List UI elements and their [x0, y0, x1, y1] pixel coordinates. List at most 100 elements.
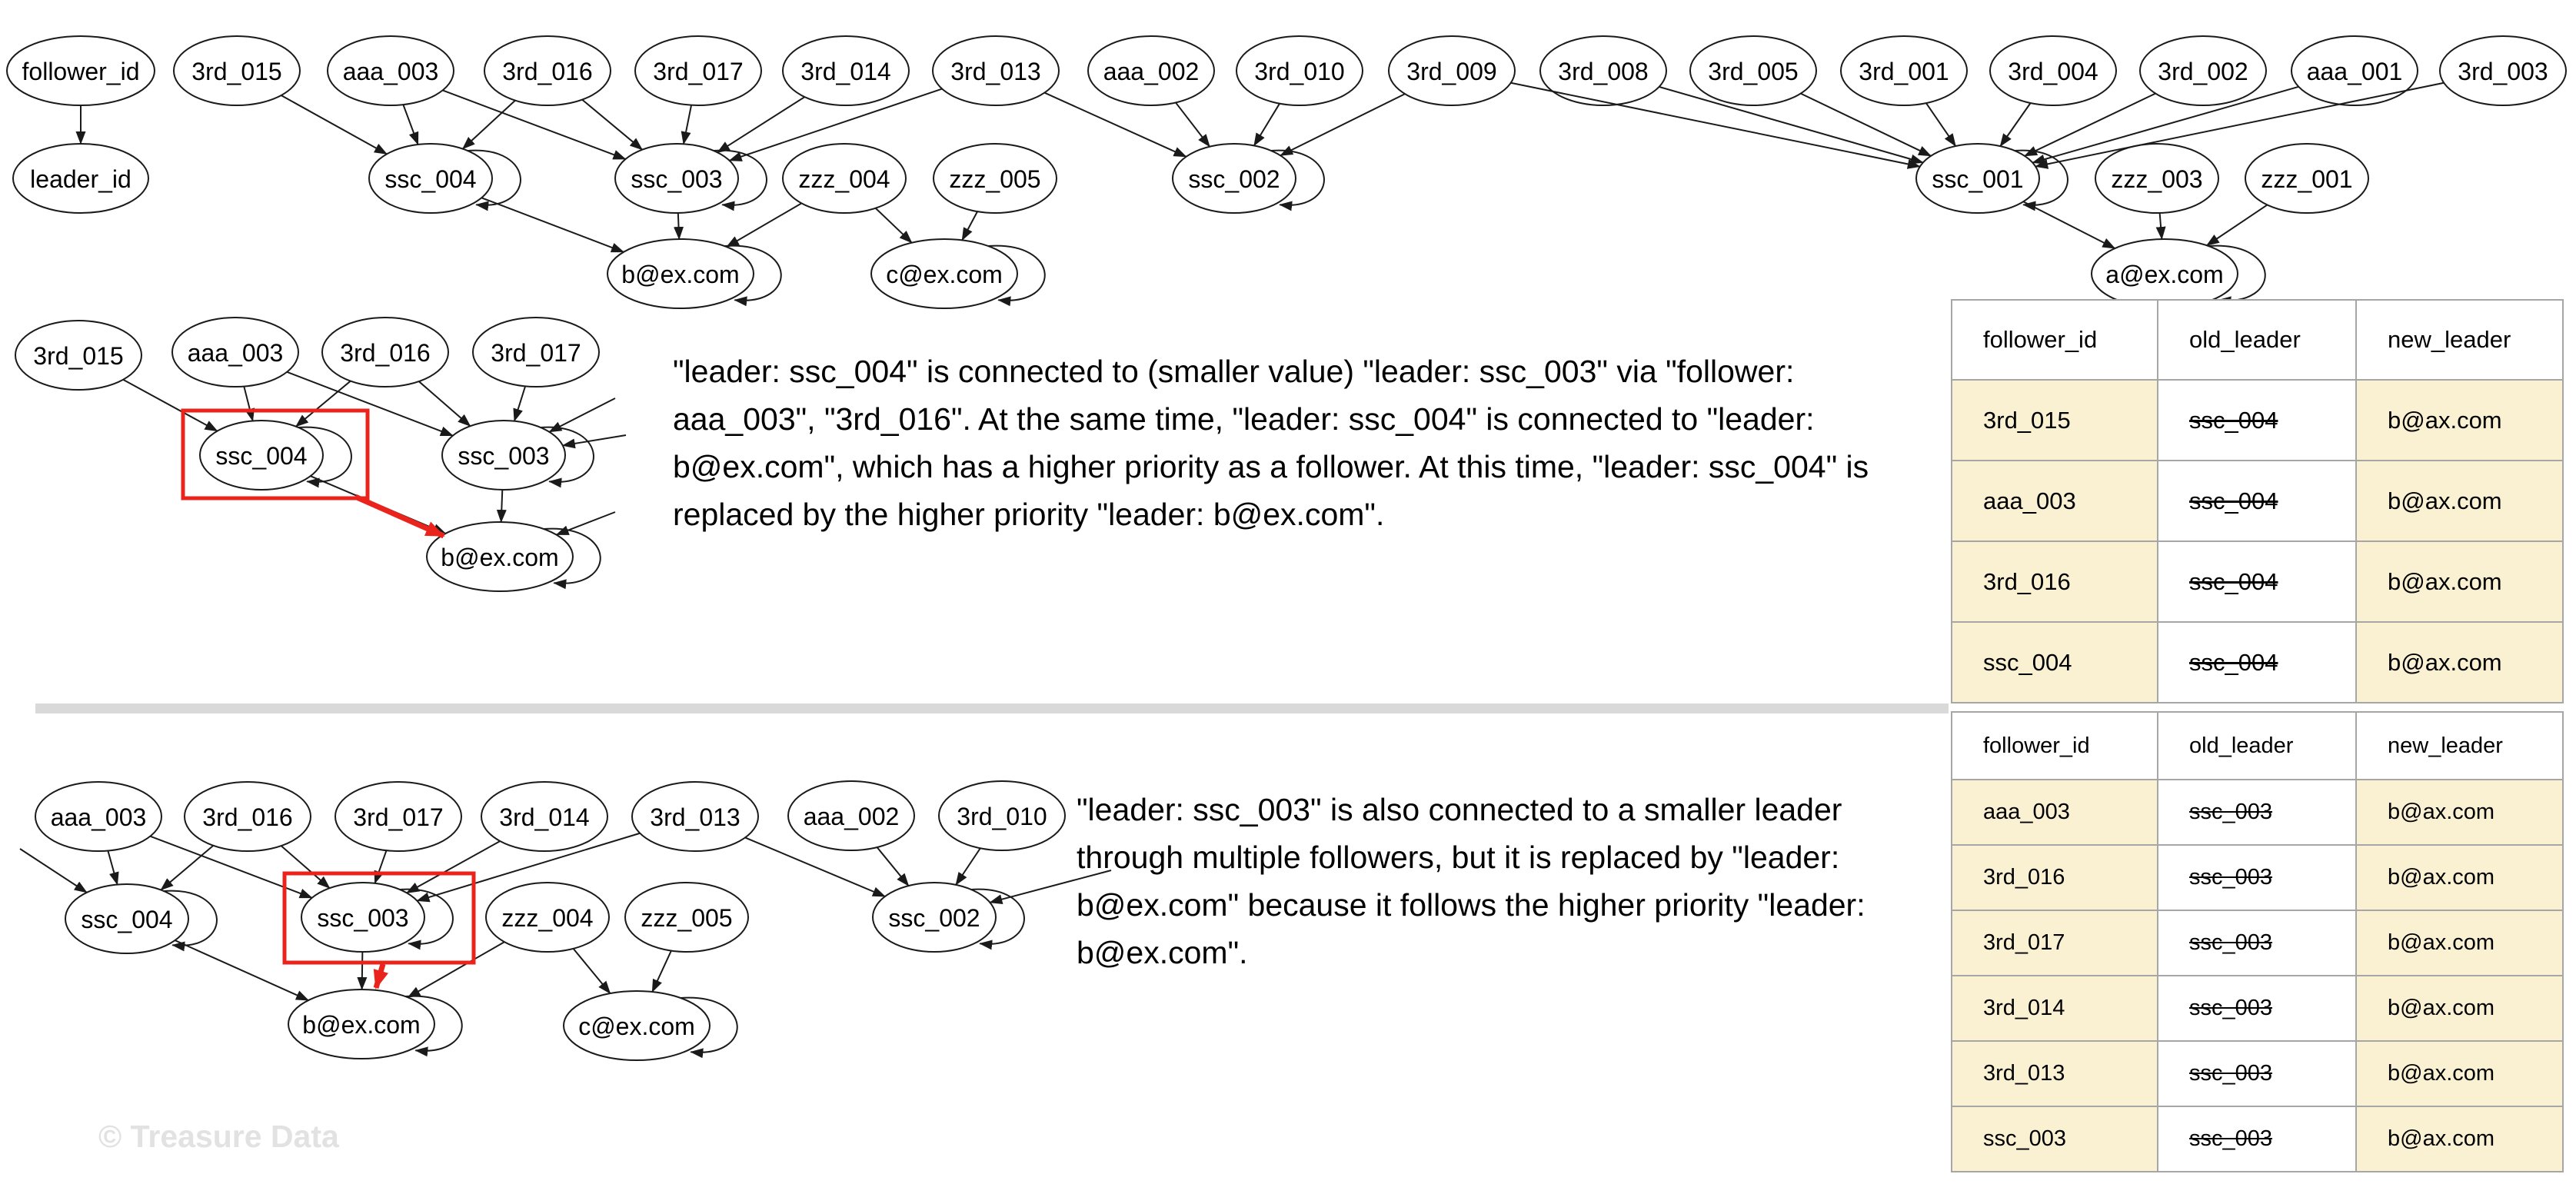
- cell-follower_id: aaa_003: [1951, 779, 2158, 846]
- node-label: 3rd_010: [957, 803, 1047, 830]
- node-ssc_001: ssc_001: [1915, 143, 2040, 214]
- edge-stub-to-ssc_003: [548, 397, 616, 433]
- node-3rd_016: 3rd_016: [321, 317, 449, 387]
- edge-3rd_009-to-ssc_002: [1280, 93, 1406, 157]
- node-label: 3rd_015: [33, 342, 123, 370]
- node-label: 3rd_004: [2008, 58, 2098, 85]
- node-label: aaa_003: [343, 58, 439, 85]
- edge-aaa_003-to-ssc_003: [442, 89, 627, 160]
- edge-3rd_016-to-ssc_003: [418, 381, 471, 427]
- node-3rd_004: 3rd_004: [1989, 35, 2117, 106]
- cell-new_leader: b@ax.com: [2355, 460, 2564, 542]
- node-label: aaa_002: [1103, 58, 1200, 85]
- edge-stub-to-b@ex.com: [555, 511, 616, 536]
- node-label: 3rd_009: [1406, 58, 1496, 85]
- cell-follower_id: ssc_003: [1951, 1106, 2158, 1172]
- cell-new_leader: b@ax.com: [2355, 379, 2564, 461]
- self-loop-b@ex.com: [404, 995, 463, 1057]
- cell-old_leader: ssc_004: [2157, 540, 2357, 623]
- node-label: aaa_003: [51, 803, 147, 831]
- highlight-box: [282, 871, 476, 965]
- red-replacement-arrow: [354, 494, 445, 539]
- edge-3rd_014-to-ssc_003: [406, 840, 501, 894]
- self-loop-ssc_001: [2014, 149, 2068, 211]
- node-label: 3rd_002: [2158, 58, 2248, 85]
- edge-zzz_004-to-c@ex.com: [572, 948, 611, 994]
- self-loop-ssc_004: [163, 890, 218, 952]
- edge-3rd_004-to-ssc_001: [1999, 102, 2032, 147]
- node-3rd_002: 3rd_002: [2139, 35, 2267, 106]
- edge-aaa_002-to-ssc_002: [1175, 101, 1210, 148]
- cell-follower_id: 3rd_013: [1951, 1040, 2158, 1107]
- cell-old_leader: ssc_003: [2157, 1106, 2357, 1172]
- node-3rd_010: 3rd_010: [1236, 35, 1363, 106]
- node-ssc_003: ssc_003: [614, 143, 739, 214]
- node-label: 3rd_014: [800, 58, 890, 85]
- node-label: c@ex.com: [886, 261, 1003, 288]
- edge-3rd_016-to-ssc_004: [461, 99, 516, 150]
- self-loop-ssc_003: [713, 149, 767, 211]
- node-label: ssc_003: [317, 904, 408, 932]
- edge-zzz_005-to-c@ex.com: [961, 211, 978, 241]
- node-aaa_001: aaa_001: [2291, 35, 2418, 106]
- column-header-new_leader: new_leader: [2355, 711, 2564, 780]
- node-a@ex.com: a@ex.com: [2091, 238, 2238, 309]
- node-3rd_017: 3rd_017: [634, 35, 762, 106]
- node-zzz_004: zzz_004: [485, 882, 610, 953]
- self-loop-ssc_003: [399, 888, 454, 950]
- edge-3rd_008-to-ssc_001: [1659, 85, 1924, 165]
- node-b@ex.com: b@ex.com: [288, 989, 435, 1059]
- edge-aaa_001-to-ssc_001: [2032, 85, 2299, 165]
- edge-stub-to-ssc_004: [19, 848, 88, 893]
- node-label: 3rd_010: [1254, 58, 1344, 85]
- cell-old_leader: ssc_003: [2157, 975, 2357, 1042]
- self-loop-b@ex.com: [724, 244, 782, 307]
- cell-new_leader: b@ax.com: [2355, 621, 2564, 703]
- self-loop-c@ex.com: [987, 244, 1046, 307]
- node-label: follower_id: [22, 58, 140, 85]
- edge-3rd_009-to-ssc_001: [1510, 81, 1921, 169]
- node-label: b@ex.com: [441, 544, 558, 571]
- node-aaa_003: aaa_003: [327, 35, 454, 106]
- cell-new_leader: b@ax.com: [2355, 540, 2564, 623]
- node-aaa_002: aaa_002: [1087, 35, 1215, 106]
- node-3rd_014: 3rd_014: [481, 781, 608, 852]
- edge-3rd_016-to-ssc_003: [581, 98, 644, 151]
- edge-3rd_017-to-ssc_003: [513, 386, 527, 422]
- self-loop-ssc_003: [540, 426, 594, 488]
- edge-3rd_015-to-ssc_004: [281, 95, 388, 155]
- cell-old_leader: ssc_003: [2157, 910, 2357, 976]
- red-replacement-arrow: [373, 963, 389, 989]
- edge-3rd_002-to-ssc_001: [2024, 92, 2156, 157]
- column-header-new_leader: new_leader: [2355, 299, 2564, 381]
- node-3rd_008: 3rd_008: [1539, 35, 1667, 106]
- edge-3rd_017-to-ssc_003: [681, 105, 693, 145]
- node-3rd_009: 3rd_009: [1388, 35, 1516, 106]
- section-divider: [35, 703, 1949, 713]
- node-label: 3rd_001: [1859, 58, 1949, 85]
- edge-stub-to-ssc_003: [561, 434, 627, 449]
- edge-zzz_004-to-b@ex.com: [726, 202, 802, 248]
- edge-aaa_003-to-ssc_004: [243, 386, 255, 422]
- node-label: ssc_002: [1188, 165, 1280, 193]
- cell-follower_id: ssc_004: [1951, 621, 2158, 703]
- cell-old_leader: ssc_003: [2157, 1040, 2357, 1107]
- cell-new_leader: b@ax.com: [2355, 1040, 2564, 1107]
- node-label: 3rd_017: [353, 803, 443, 831]
- node-ssc_004: ssc_004: [368, 143, 493, 214]
- column-header-old_leader: old_leader: [2157, 299, 2357, 381]
- node-zzz_004: zzz_004: [782, 143, 907, 214]
- edge-3rd_013-to-ssc_003: [728, 88, 943, 161]
- node-label: 3rd_017: [491, 339, 581, 367]
- node-label: 3rd_014: [499, 803, 589, 831]
- node-label: ssc_004: [81, 906, 172, 933]
- edge-zzz_005-to-c@ex.com: [651, 950, 672, 993]
- treasure-data-watermark: © Treasure Data: [98, 1119, 339, 1154]
